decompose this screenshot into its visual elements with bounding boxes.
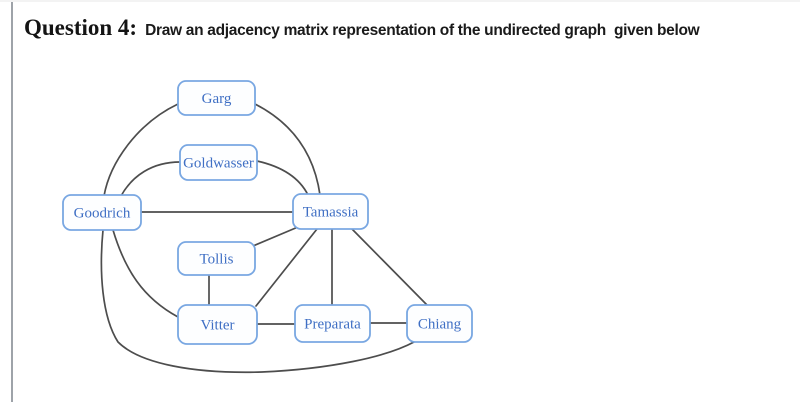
node-label: Chiang — [418, 317, 462, 333]
node-box — [292, 193, 369, 230]
edge-goldwasser-tamassia — [256, 160, 309, 196]
node-label: Garg — [202, 91, 232, 107]
node-box — [177, 304, 258, 345]
node-box — [177, 80, 256, 116]
edge-goodrich-vitter — [112, 229, 179, 318]
node-tollis: Tollis — [177, 241, 256, 276]
node-chiang: Chiang — [406, 304, 473, 343]
page-left-border — [11, 2, 13, 402]
node-group: Garg Goldwasser Goodrich Tamassia Tollis… — [62, 80, 473, 345]
edge-garg-tamassia — [254, 103, 321, 196]
node-vitter: Vitter — [177, 304, 258, 345]
node-garg: Garg — [177, 80, 256, 116]
edge-goodrich-garg — [103, 103, 179, 197]
node-label: Tollis — [200, 252, 234, 268]
node-label: Vitter — [200, 318, 234, 334]
node-box — [294, 304, 371, 343]
node-goodrich: Goodrich — [62, 194, 142, 231]
node-tamassia: Tamassia — [292, 193, 369, 230]
edge-vitter-tamassia — [255, 228, 318, 307]
edge-goodrich-chiang — [100, 229, 415, 374]
node-preparata: Preparata — [294, 304, 371, 343]
edge-goodrich-goldwasser — [120, 161, 181, 197]
node-label: Preparata — [304, 317, 361, 333]
node-box — [62, 194, 142, 231]
node-label: Goodrich — [74, 206, 131, 222]
edge-group — [100, 103, 428, 374]
question-text: Draw an adjacency matrix representation … — [145, 22, 700, 39]
node-box — [179, 144, 258, 181]
node-label: Tamassia — [303, 205, 359, 221]
question-number-label: Question 4: — [24, 15, 138, 40]
node-label: Goldwasser — [183, 156, 254, 172]
node-box — [177, 241, 256, 276]
edge-tollis-tamassia — [252, 226, 299, 247]
edge-tamassia-chiang — [351, 228, 428, 306]
node-goldwasser: Goldwasser — [179, 144, 258, 181]
node-box — [406, 304, 473, 343]
question-heading: Question 4: Draw an adjacency matrix repr… — [24, 15, 780, 41]
